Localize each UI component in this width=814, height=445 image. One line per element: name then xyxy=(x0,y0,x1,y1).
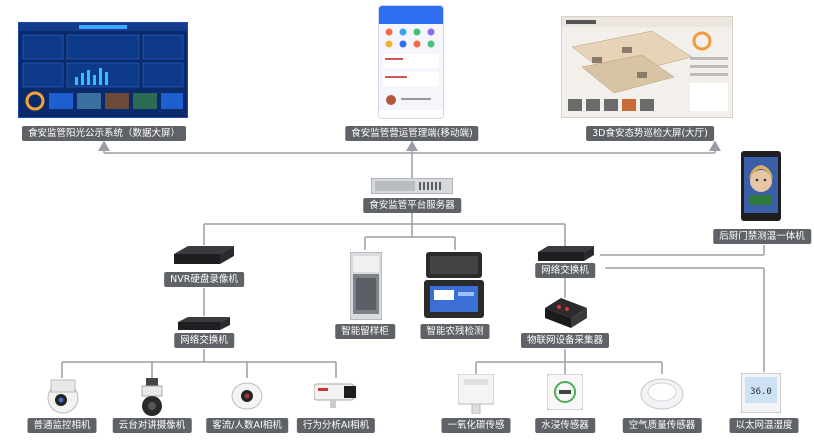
camera-ai-behavior-device xyxy=(313,380,362,414)
iot-collector-device xyxy=(545,298,587,332)
label-hall-3d: 3D食安态势巡检大屏(大厅) xyxy=(586,126,714,141)
mobile-illustration xyxy=(379,6,443,118)
sample-cabinet-device xyxy=(349,251,383,324)
label-ethernet-thermo: 以太网温湿度 xyxy=(729,418,799,433)
label-public-dashboard: 食安监管阳光公示系统（数据大屏） xyxy=(21,126,187,141)
label-sensor-water: 水浸传感器 xyxy=(535,418,595,433)
label-kitchen-door: 后厨门禁测温一体机 xyxy=(713,229,811,244)
label-network-switch-right: 网络交换机 xyxy=(535,263,595,278)
ethernet-thermo-device: 36.0 xyxy=(740,372,782,417)
mobile-app-screenshot xyxy=(378,5,444,119)
label-camera-ptz: 云台对讲摄像机 xyxy=(112,418,192,433)
sensor-co-device xyxy=(457,373,495,418)
sensor-water-device xyxy=(546,373,584,414)
label-network-switch-left: 网络交换机 xyxy=(174,333,234,348)
label-sensor-co: 一氧化碳传感 xyxy=(441,418,511,433)
camera-ptz-device xyxy=(138,378,166,420)
dashboard-illustration xyxy=(19,23,187,111)
thermo-readout: 36.0 xyxy=(750,387,772,397)
label-camera-normal: 普通监控相机 xyxy=(27,418,97,433)
public-dashboard-screenshot xyxy=(18,22,188,118)
label-camera-ai-count: 客流/人数AI相机 xyxy=(206,418,288,433)
label-platform-server: 食安监管平台服务器 xyxy=(363,198,461,213)
label-nvr: NVR硬盘录像机 xyxy=(164,272,244,287)
camera-normal-device xyxy=(47,378,79,418)
label-sensor-air: 空气质量传感器 xyxy=(622,418,702,433)
camera-ai-count-device xyxy=(230,378,264,414)
network-switch-right-device xyxy=(538,246,594,266)
label-iot-collector: 物联网设备采集器 xyxy=(520,333,610,348)
door-thermal-terminal-device xyxy=(741,151,781,225)
label-sample-cabinet: 智能留样柜 xyxy=(335,324,395,339)
hall-3d-illustration xyxy=(562,17,732,111)
hall-3d-screenshot xyxy=(561,16,733,118)
network-switch-left-device xyxy=(178,316,230,335)
label-camera-ai-behavior: 行为分析AI相机 xyxy=(296,418,376,433)
pesticide-test-device xyxy=(424,252,484,322)
sensor-air-device xyxy=(640,376,684,414)
platform-server-device xyxy=(370,177,454,198)
label-mobile-ops: 食安监管营运管理端(移动端) xyxy=(345,126,479,141)
nvr-device xyxy=(174,246,234,270)
label-pesticide-test: 智能农残检测 xyxy=(420,324,490,339)
